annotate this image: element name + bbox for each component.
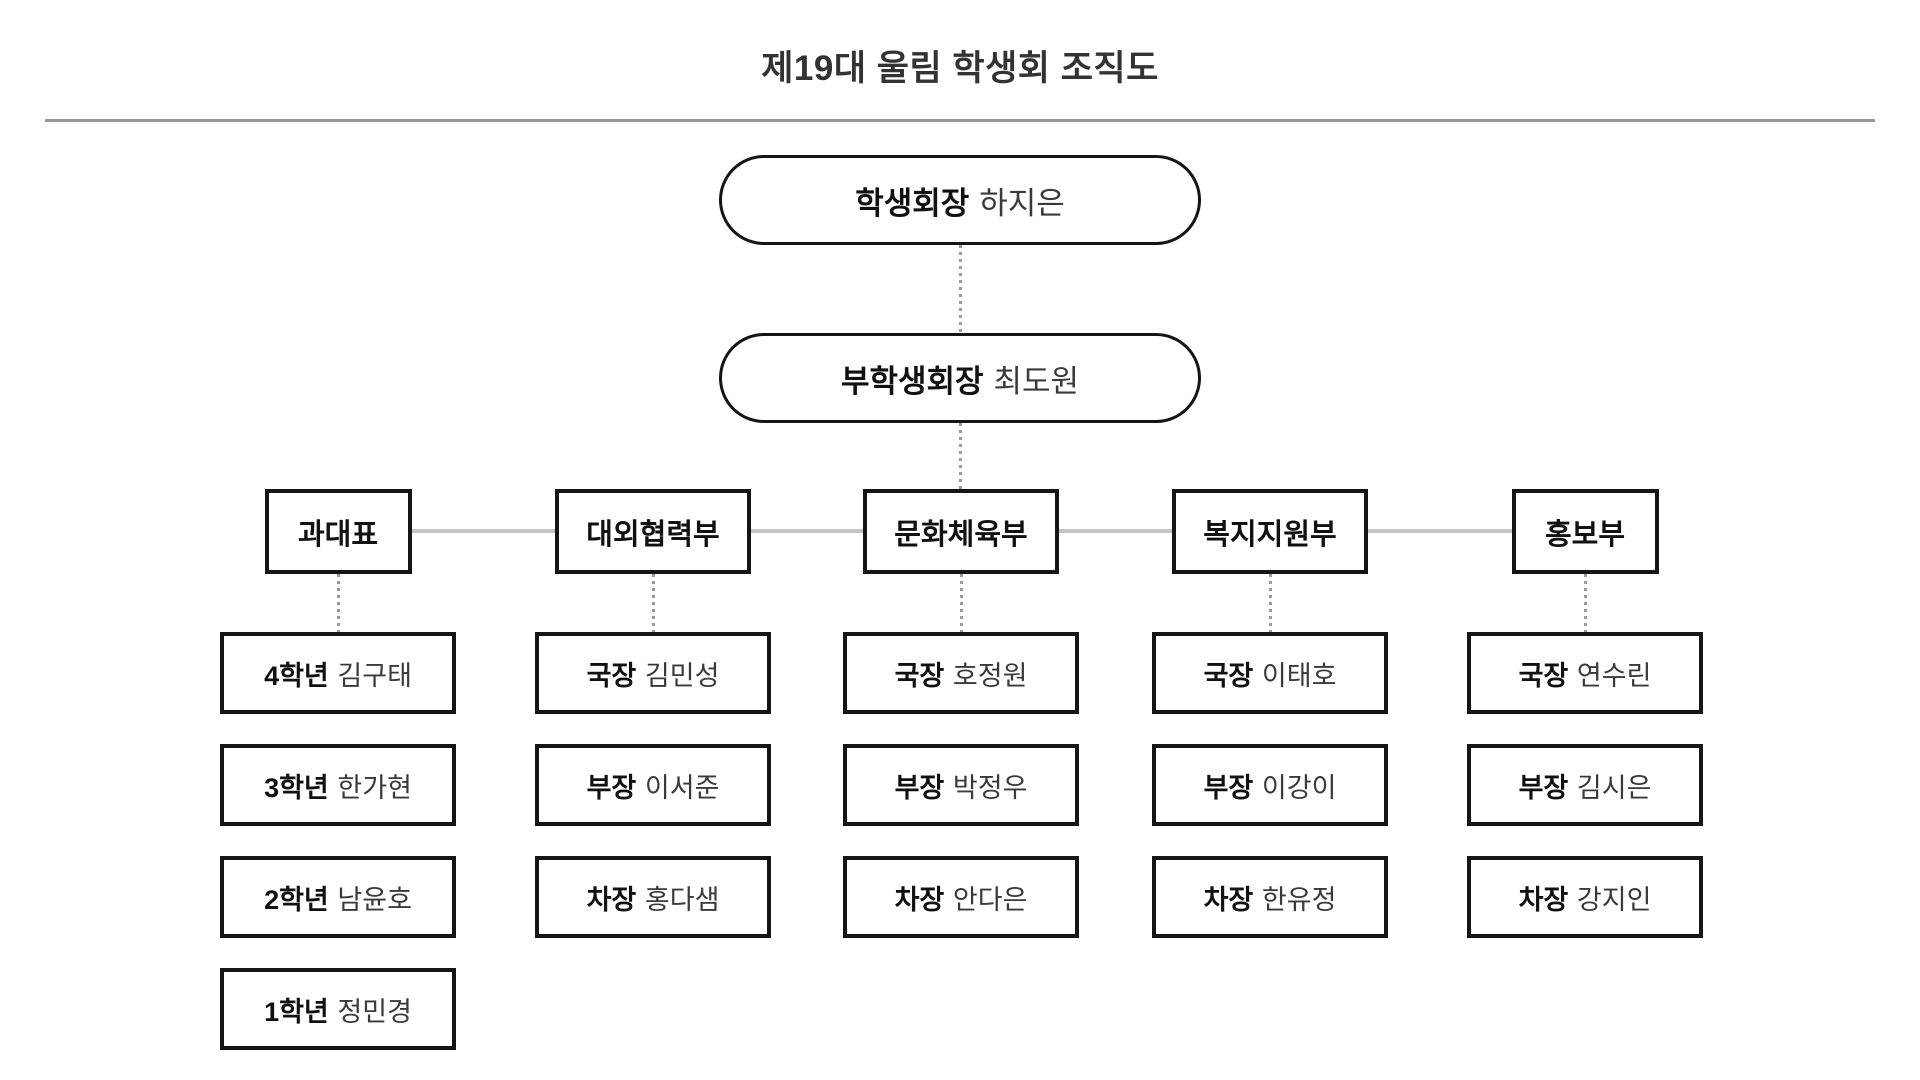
member-role-label: 국장 — [586, 660, 637, 691]
connector-dept-members — [1583, 574, 1587, 632]
member-role-label: 부장 — [586, 772, 637, 803]
department-box: 과대표 — [264, 489, 412, 574]
leadership-chain: 학생회장 하지은 부학생회장 최도원 — [0, 155, 1920, 489]
connector-president-vice — [958, 245, 962, 333]
department-box: 대외협력부 — [555, 489, 751, 574]
member-role-label: 차장 — [1518, 884, 1569, 915]
member-box: 4학년 김구태 — [220, 632, 456, 714]
member-role-label: 차장 — [1203, 884, 1254, 915]
member-name-label: 박정우 — [952, 772, 1028, 803]
president-role-label: 학생회장 — [855, 185, 970, 221]
department-box: 문화체육부 — [863, 489, 1059, 574]
member-name-label: 안다은 — [952, 884, 1028, 915]
member-role-label: 2학년 — [264, 884, 329, 915]
vice-president-box: 부학생회장 최도원 — [719, 333, 1201, 423]
member-name-label: 한유정 — [1261, 884, 1337, 915]
member-box: 차장 한유정 — [1152, 856, 1388, 938]
member-role-label: 부장 — [894, 772, 945, 803]
connector-dept-members — [959, 574, 963, 632]
member-box: 국장 호정원 — [843, 632, 1079, 714]
department-box: 복지지원부 — [1172, 489, 1368, 574]
member-box: 국장 연수린 — [1467, 632, 1703, 714]
connector-dept-members — [336, 574, 340, 632]
member-box: 부장 박정우 — [843, 744, 1079, 826]
vice-president-name-label: 최도원 — [993, 363, 1080, 399]
member-name-label: 남윤호 — [337, 884, 412, 915]
member-role-label: 부장 — [1518, 772, 1569, 803]
connector-vice-departments — [958, 423, 962, 489]
department-column-daeoe: 대외협력부 국장 김민성 부장 이서준 차장 홍다샘 — [535, 489, 771, 968]
member-role-label: 차장 — [586, 884, 637, 915]
member-name-label: 연수린 — [1576, 660, 1652, 691]
member-role-label: 국장 — [1203, 660, 1254, 691]
member-name-label: 이서준 — [644, 772, 720, 803]
president-box: 학생회장 하지은 — [719, 155, 1201, 245]
member-role-label: 부장 — [1203, 772, 1254, 803]
member-box: 1학년 정민경 — [220, 968, 456, 1050]
member-box: 3학년 한가현 — [220, 744, 456, 826]
member-box: 부장 김시은 — [1467, 744, 1703, 826]
member-role-label: 4학년 — [264, 660, 329, 691]
member-role-label: 차장 — [894, 884, 945, 915]
member-name-label: 이태호 — [1261, 660, 1337, 691]
member-box: 부장 이강이 — [1152, 744, 1388, 826]
member-name-label: 정민경 — [337, 996, 412, 1027]
department-column-bokji: 복지지원부 국장 이태호 부장 이강이 차장 한유정 — [1152, 489, 1388, 968]
member-box: 국장 이태호 — [1152, 632, 1388, 714]
department-column-munhwa: 문화체육부 국장 호정원 부장 박정우 차장 안다은 — [843, 489, 1079, 968]
president-name-label: 하지은 — [979, 185, 1065, 221]
member-name-label: 김시은 — [1576, 772, 1652, 803]
member-box: 차장 강지인 — [1467, 856, 1703, 938]
vice-president-role-label: 부학생회장 — [840, 363, 984, 399]
member-role-label: 국장 — [1518, 660, 1569, 691]
page-title: 제19대 울림 학생회 조직도 — [761, 49, 1159, 88]
member-role-label: 1학년 — [264, 996, 329, 1027]
member-name-label: 이강이 — [1261, 772, 1337, 803]
connector-dept-members — [1268, 574, 1272, 632]
member-box: 차장 안다은 — [843, 856, 1079, 938]
member-name-label: 홍다샘 — [644, 884, 720, 915]
department-column-gwadaepyo: 과대표 4학년 김구태 3학년 한가현 2학년 남윤호 1학년 정민경 — [220, 489, 456, 1080]
member-name-label: 김구태 — [337, 660, 412, 691]
title-divider — [45, 119, 1875, 122]
department-box: 홍보부 — [1511, 489, 1659, 574]
member-role-label: 3학년 — [264, 772, 329, 803]
member-box: 차장 홍다샘 — [535, 856, 771, 938]
member-name-label: 김민성 — [644, 660, 720, 691]
member-box: 국장 김민성 — [535, 632, 771, 714]
member-name-label: 강지인 — [1576, 884, 1652, 915]
department-column-hongbo: 홍보부 국장 연수린 부장 김시은 차장 강지인 — [1467, 489, 1703, 968]
member-box: 부장 이서준 — [535, 744, 771, 826]
member-name-label: 한가현 — [337, 772, 412, 803]
member-name-label: 호정원 — [952, 660, 1028, 691]
connector-dept-members — [651, 574, 655, 632]
member-box: 2학년 남윤호 — [220, 856, 456, 938]
member-role-label: 국장 — [894, 660, 945, 691]
